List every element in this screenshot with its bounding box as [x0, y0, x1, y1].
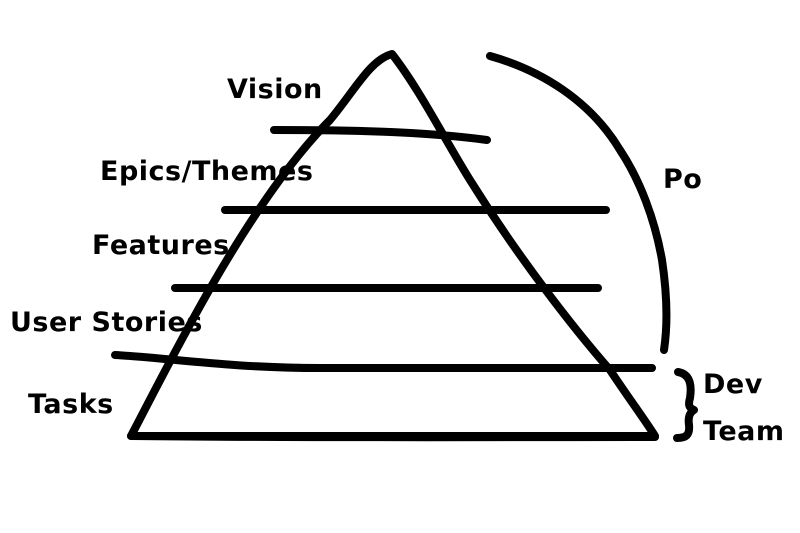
divider-vision [270, 126, 491, 144]
level-label-user-stories: User Stories [10, 307, 203, 338]
pyramid-base [127, 432, 659, 442]
pyramid-outline [127, 50, 659, 440]
level-label-epics-themes: Epics/Themes [100, 156, 313, 187]
po-arc [486, 52, 671, 354]
level-label-tasks: Tasks [28, 389, 114, 420]
divider-user-stories [111, 351, 656, 373]
level-label-vision: Vision [227, 74, 323, 105]
dev-team-label-line1: Dev [703, 369, 763, 400]
dev-team-brace [673, 368, 698, 442]
level-label-features: Features [92, 230, 230, 261]
po-label: Po [663, 164, 702, 195]
dev-team-label-line2: Team [703, 416, 785, 447]
